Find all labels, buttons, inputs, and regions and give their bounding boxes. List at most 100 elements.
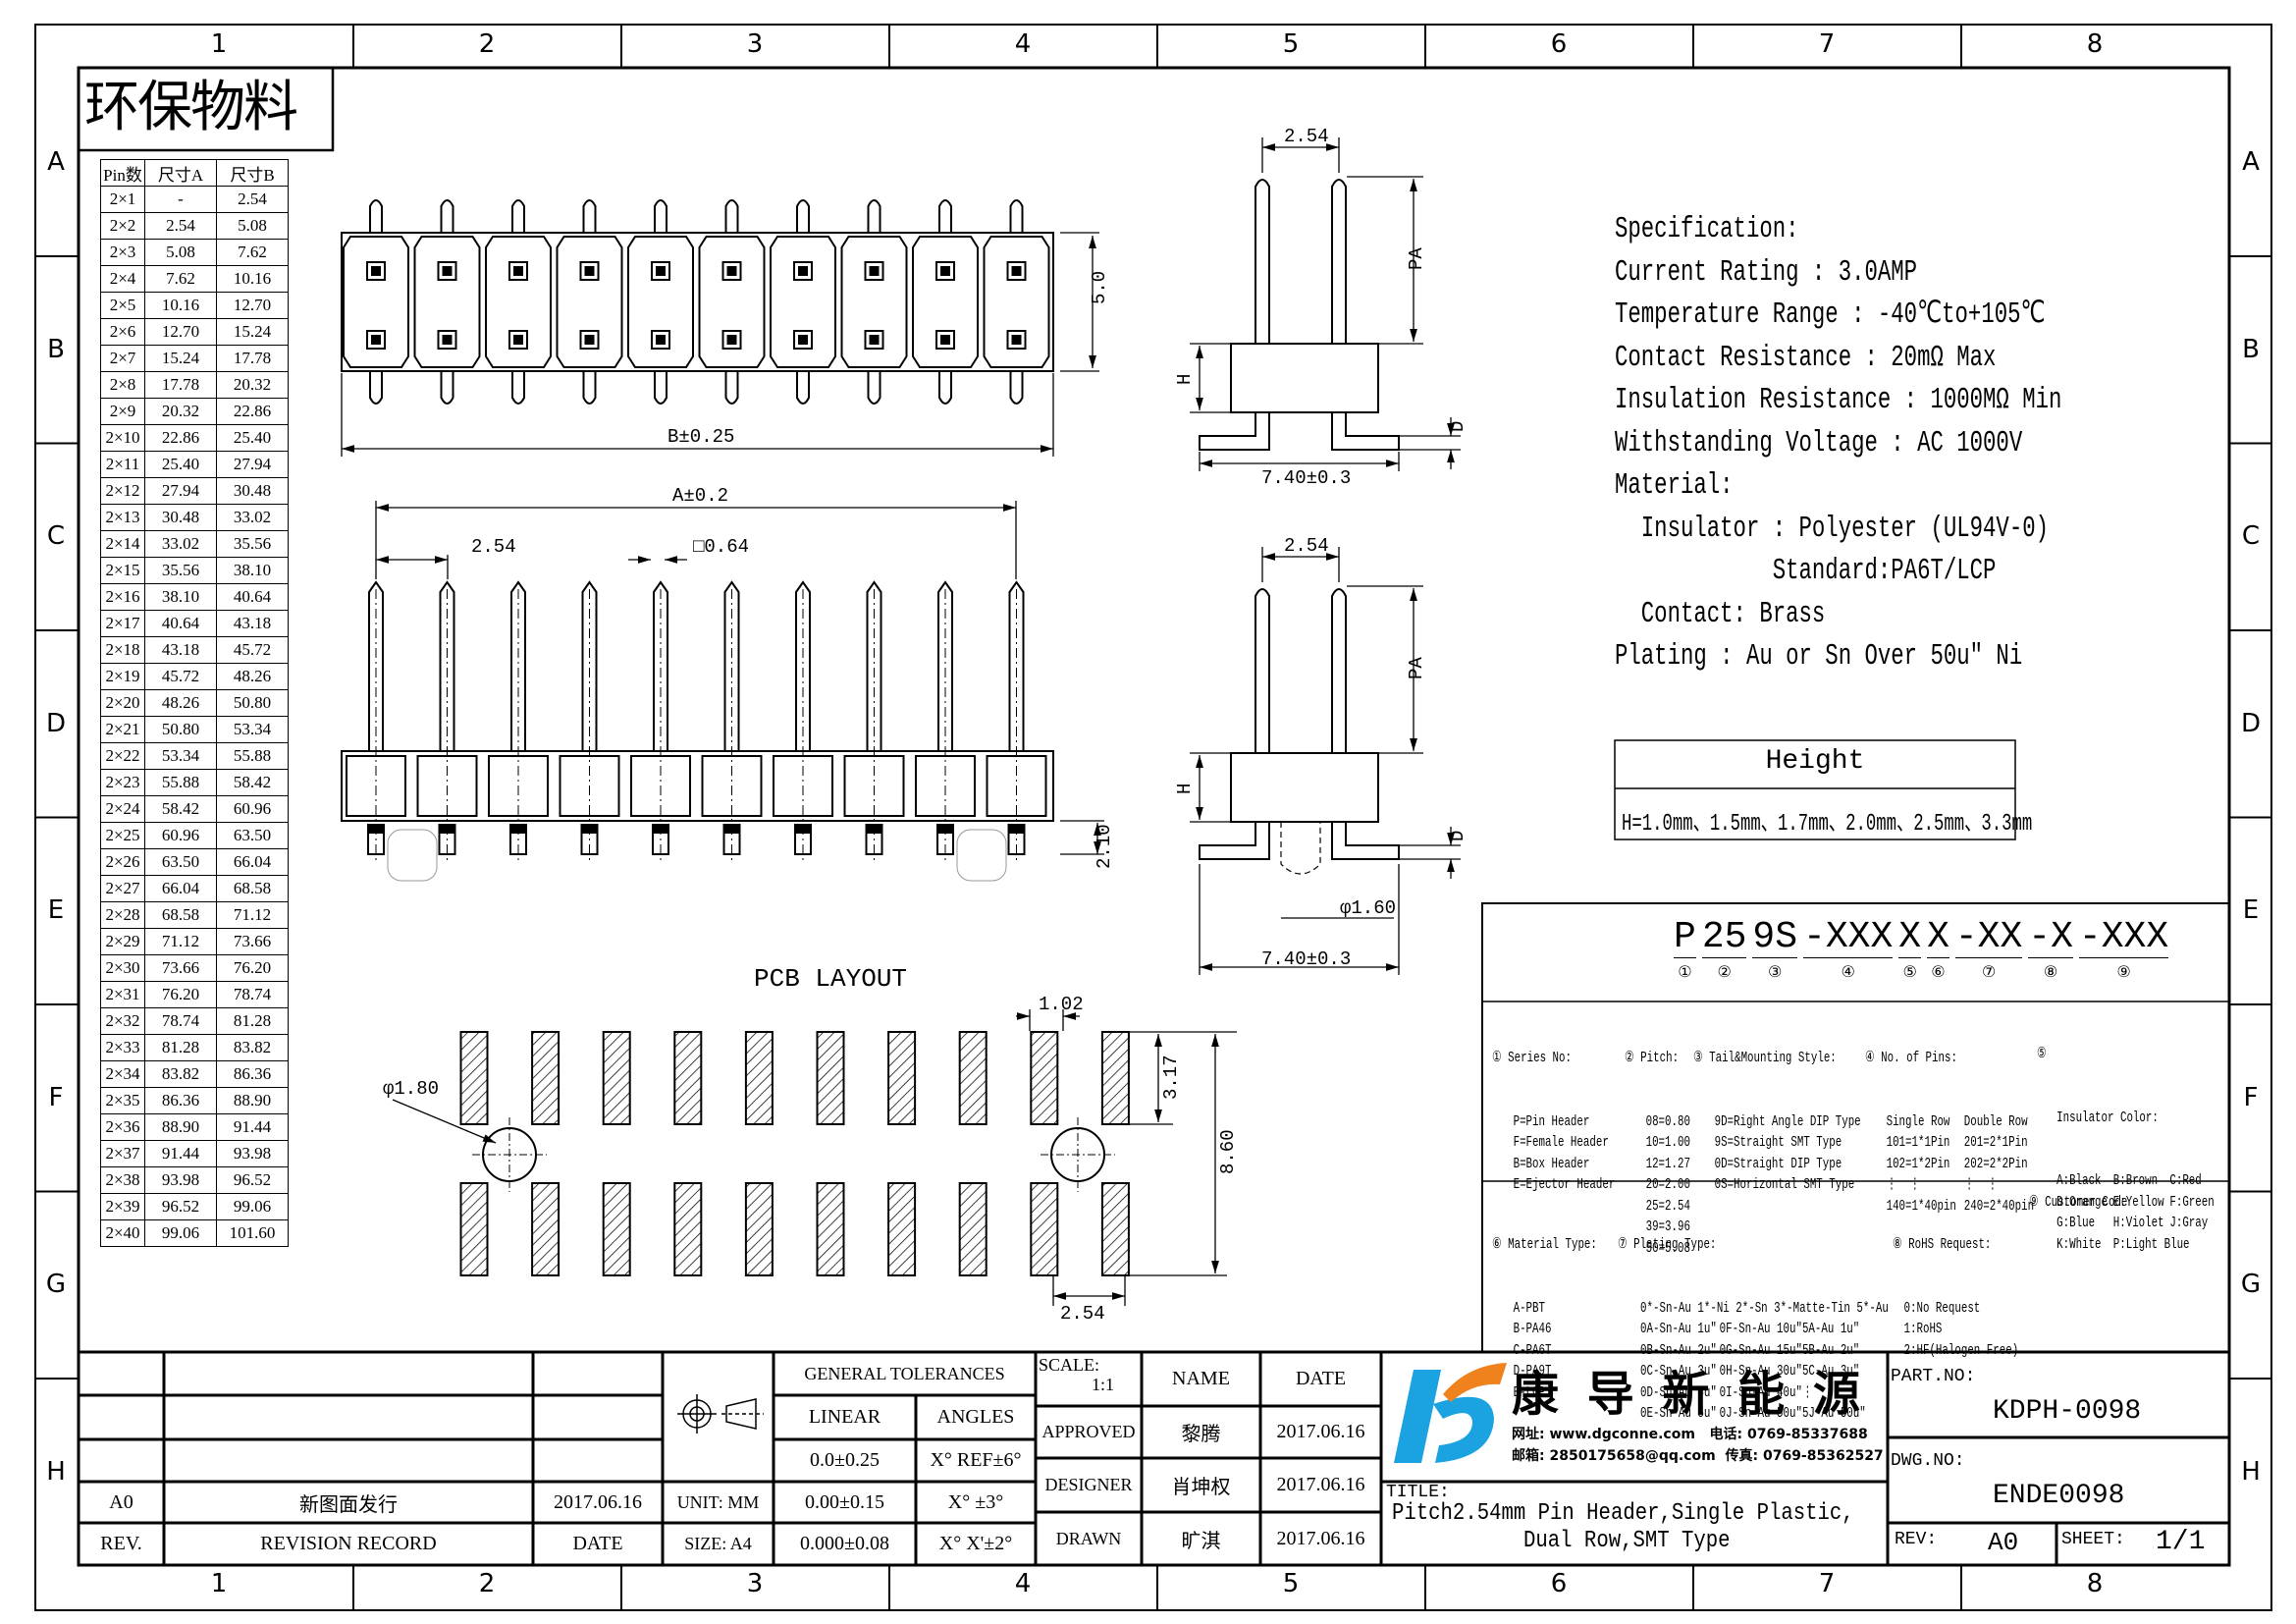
pin-tail (1009, 371, 1024, 405)
pin-square (1011, 266, 1022, 276)
dim-pcb-pad: 1.02 (1039, 994, 1084, 1015)
pin-hole (579, 330, 600, 350)
table-cell: 88.90 (216, 1087, 289, 1114)
table-cell: 88.90 (144, 1113, 217, 1141)
legend-item: 5A-Au 1u" (1801, 1321, 1860, 1337)
zone-row-label: A (47, 147, 65, 177)
dim-front-width: A±0.2 (672, 485, 728, 507)
table-cell: 48.26 (144, 689, 217, 717)
legend-item: A:Black (2056, 1172, 2102, 1189)
top-view-cell (413, 236, 481, 368)
top-view (341, 199, 1054, 405)
table-cell: 2×32 (100, 1007, 145, 1035)
pin-tail (724, 199, 739, 233)
pin-tail (440, 199, 454, 233)
dim-pcb-pad-length: 3.17 (1160, 1055, 1182, 1100)
pin-square (584, 266, 595, 276)
table-cell: 83.82 (216, 1034, 289, 1061)
table-cell: 2×30 (100, 954, 145, 982)
table-cell: 40.64 (216, 583, 289, 611)
front-cell (773, 755, 833, 817)
pcb-layout (459, 1031, 1130, 1276)
linear-tol-2: 0.00±0.15 (805, 1490, 884, 1513)
legend-row: 0*-Sn-Au 1*-Ni 2*-Sn 3*-Matte-Tin 5*-Au (1640, 1298, 1967, 1320)
table-cell: 2×9 (100, 398, 145, 425)
pin-square (442, 335, 453, 345)
revision-date-value: 2017.06.16 (554, 1490, 642, 1513)
table-cell: 2×12 (100, 477, 145, 505)
angle-tol-3: X° X'±2° (938, 1533, 1013, 1554)
pin-square (726, 266, 737, 276)
spec-line: Material: (1615, 468, 1734, 503)
legend-item: 08=0.80 (1645, 1112, 1690, 1130)
legend-row: 0E-Sn-Au 5u"0J-Sn-Au 50u"5J-Au 50u" (1640, 1403, 1967, 1425)
table-cell: 2×26 (100, 848, 145, 876)
table-cell: 2.54 (144, 212, 217, 240)
part-code-text: X (1898, 916, 1922, 958)
legend-item: 20=2.00 (1645, 1176, 1690, 1193)
table-cell: 63.50 (216, 822, 289, 849)
pin-tail (867, 199, 881, 233)
table-cell: 76.20 (144, 981, 217, 1008)
legend-item: Double Row (1963, 1112, 2028, 1130)
pin-square (442, 266, 453, 276)
table-cell: 66.04 (216, 848, 289, 876)
legend-item: 102=1*2Pin (1886, 1155, 1950, 1172)
drawn-label: DRAWN (1055, 1528, 1122, 1548)
approved-name: 黎腾 (1181, 1422, 1221, 1445)
table-cell: 43.18 (144, 636, 217, 664)
drawn-date: 2017.06.16 (1276, 1527, 1365, 1549)
pin-hole (935, 330, 955, 350)
front-cell (346, 755, 406, 817)
legend-item: 0D=Straight DIP Type (1714, 1155, 1842, 1172)
general-tolerances-label: GENERAL TOLERANCES (804, 1363, 1005, 1383)
pin-hole (864, 330, 884, 350)
legend-item: C-PA6T (1513, 1341, 1552, 1359)
table-cell: 2.54 (216, 186, 289, 213)
table-cell: 5.08 (144, 239, 217, 266)
table-cell: 81.28 (144, 1034, 217, 1061)
legend-item: 201=2*1Pin (1963, 1134, 2028, 1151)
spec-line: Standard:PA6T/LCP (1615, 554, 1997, 588)
projection-symbol-icon (677, 1394, 764, 1434)
part-code-text: -XXX (2078, 916, 2169, 958)
part-code-number: ④ (1841, 962, 1855, 981)
zone-column-label: 7 (1818, 1569, 1836, 1598)
pin-hole (721, 261, 742, 281)
legend-item: 9S=Straight SMT Type (1714, 1134, 1842, 1151)
designer-name: 肖坤权 (1171, 1475, 1231, 1498)
pin-square (726, 335, 737, 345)
height-values: H=1.0mm、1.5mm、1.7mm、2.0mm、2.5mm、3.3mm (1622, 811, 2033, 838)
front-tail-cap (367, 824, 385, 834)
legend-tail: ③ Tail&Mounting Style: 9D=Right Angle DI… (1693, 1005, 1861, 1217)
table-cell: 60.96 (144, 822, 217, 849)
pin-hole (366, 261, 386, 281)
front-cell (488, 755, 549, 817)
legend-item: 0:No Request (1903, 1299, 1981, 1317)
pcb-pad (958, 1182, 988, 1276)
legend-item: 39=3.96 (1645, 1218, 1690, 1235)
sheet-label: SHEET: (2061, 1530, 2125, 1549)
part-code-text: 25 (1701, 916, 1747, 958)
table-cell: 96.52 (216, 1166, 289, 1194)
legend-color-title: Insulator Color: (2056, 1109, 2159, 1126)
front-pin (937, 580, 953, 751)
top-view-cell (912, 236, 979, 368)
zone-column-label: 6 (1550, 29, 1568, 59)
legend-item: K:White (2056, 1235, 2102, 1253)
table-cell: 96.52 (144, 1193, 217, 1220)
pcb-pad (1100, 1182, 1130, 1276)
part-no-label: PART.NO: (1891, 1367, 1976, 1386)
table-cell: 33.02 (144, 530, 217, 558)
table-cell: 2×13 (100, 504, 145, 531)
front-pin (368, 580, 384, 751)
legend-item: 5J-Au 50u" (1801, 1405, 1866, 1422)
